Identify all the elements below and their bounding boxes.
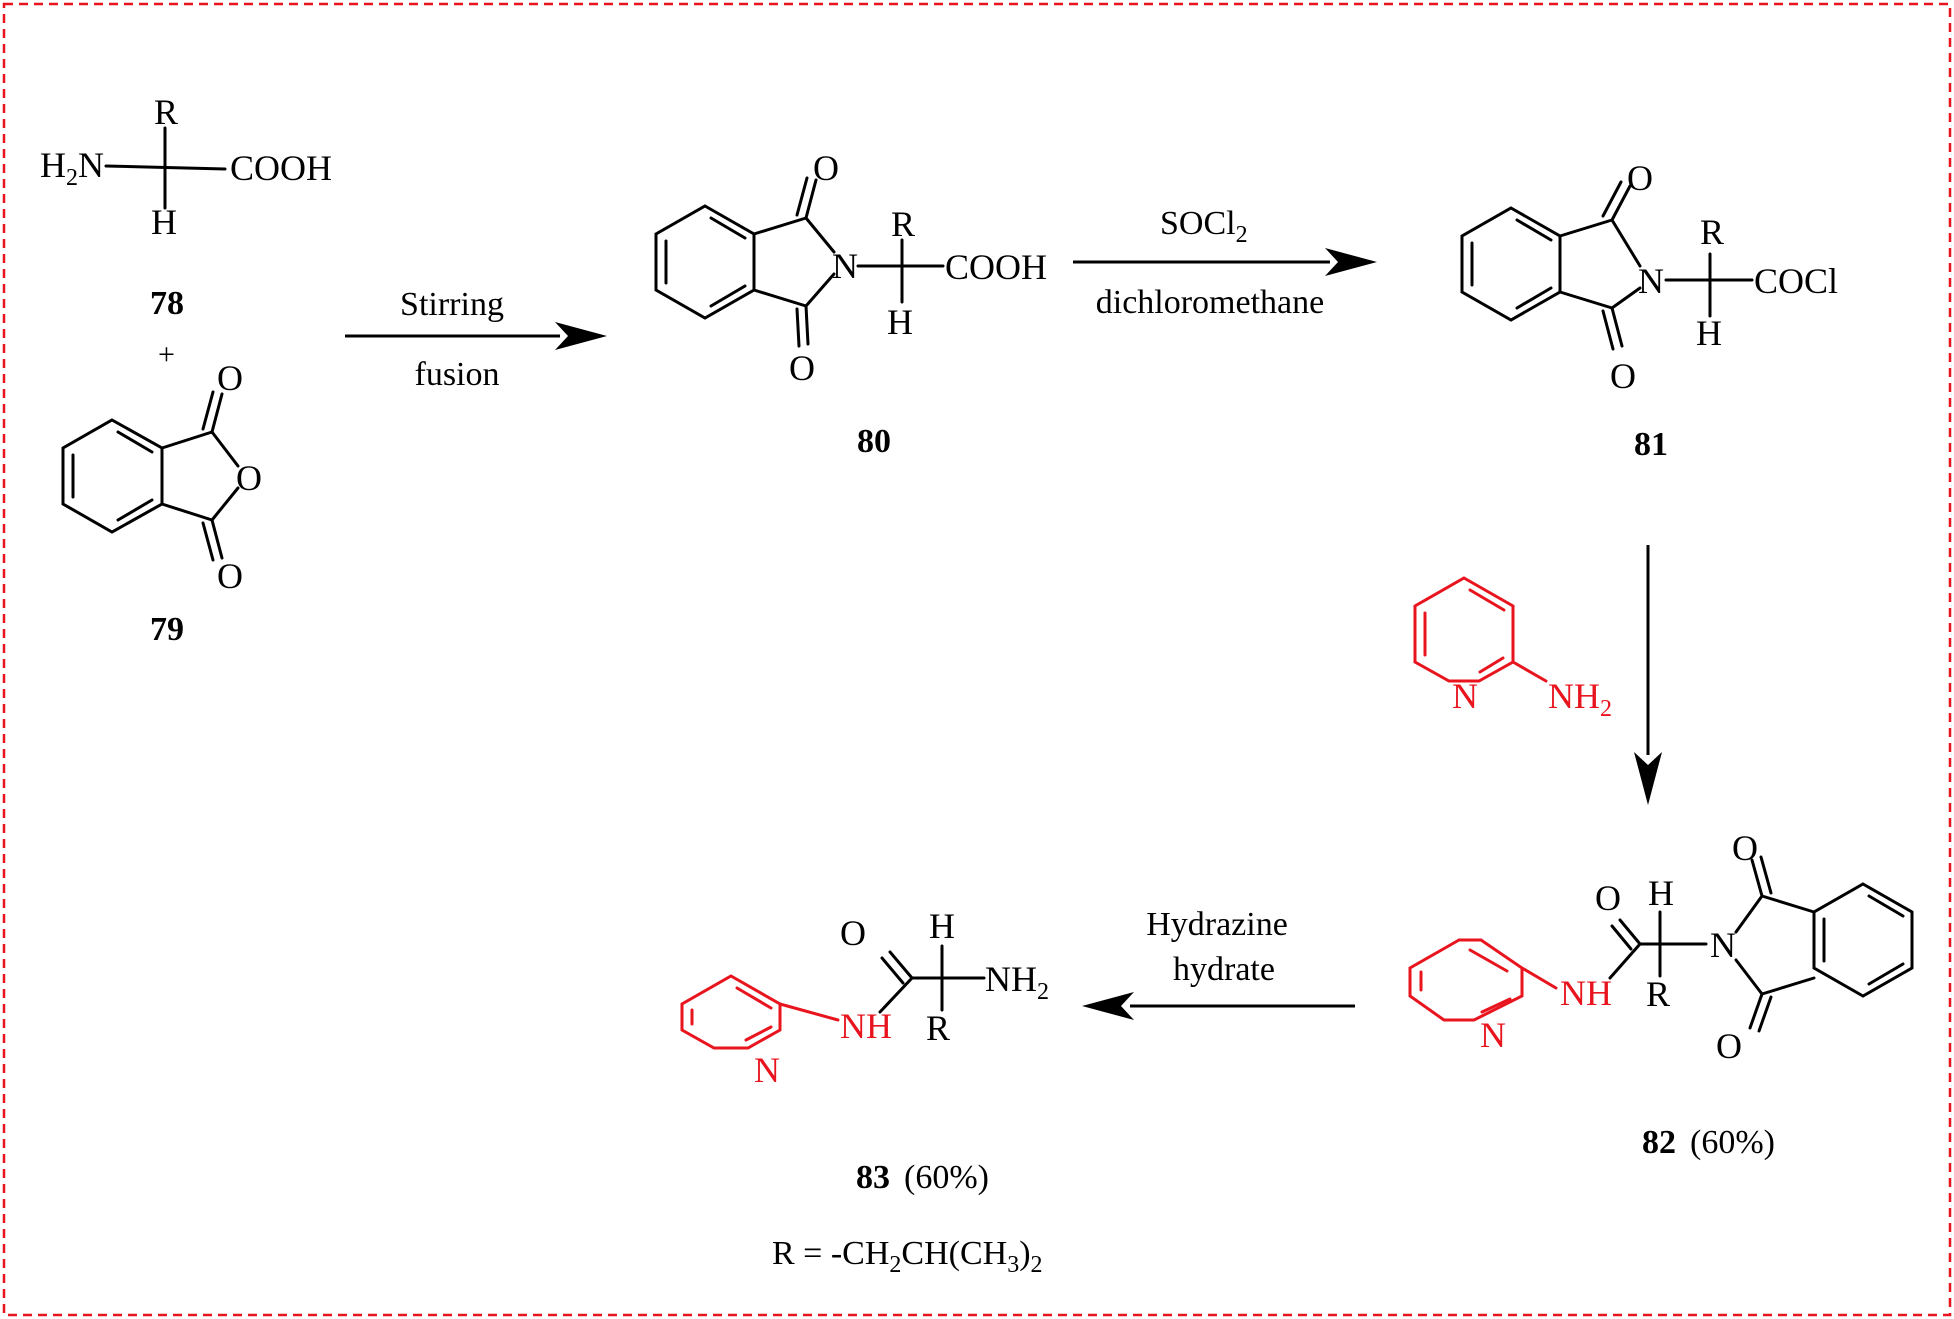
c80-n: N xyxy=(832,246,858,286)
c82-ring-n: N xyxy=(1480,1015,1506,1055)
c80-h: H xyxy=(887,302,913,342)
c83-h: H xyxy=(929,906,955,946)
compound-82-label: 82 xyxy=(1642,1124,1676,1161)
c83-nh2: NH2 xyxy=(985,959,1049,1005)
plus-sign: + xyxy=(158,338,175,371)
compound-83: N NH O H R NH2 83 (60%) xyxy=(680,906,1049,1196)
compound-78: R H H2N COOH 78 xyxy=(40,92,332,322)
c78-amine: H2N xyxy=(40,145,104,191)
step2-reagent-below: dichloromethane xyxy=(1096,284,1324,321)
step2-reagent-above: SOCl2 xyxy=(1160,205,1248,248)
compound-79-label: 79 xyxy=(150,611,184,648)
step1-reagent-above: Stirring xyxy=(400,286,504,323)
compound-83-yield: (60%) xyxy=(904,1159,989,1196)
c83-r: R xyxy=(926,1008,950,1048)
aminopyridine-reagent: N NH2 xyxy=(1413,576,1612,722)
c80-o-bottom: O xyxy=(789,348,815,388)
reaction-arrow-2: SOCl2 dichloromethane xyxy=(1073,205,1377,321)
c82-o-top: O xyxy=(1732,828,1758,868)
c78-h: H xyxy=(151,202,177,242)
c79-o-ring: O xyxy=(236,458,262,498)
c83-o-amide: O xyxy=(840,913,866,953)
compound-80-label: 80 xyxy=(857,423,891,460)
c82-o-amide: O xyxy=(1595,878,1621,918)
step4-reagent-line2: hydrate xyxy=(1173,951,1275,988)
compound-81-label: 81 xyxy=(1634,426,1668,463)
reaction-arrow-1: Stirring fusion xyxy=(345,286,607,393)
compound-82: N NH O H R N O O 82 (60%) xyxy=(1408,828,1914,1161)
c82-o-bottom: O xyxy=(1716,1026,1742,1066)
c82-nh: NH xyxy=(1560,973,1612,1013)
r-group-definition: R = -CH2CH(CH3)2 xyxy=(772,1235,1043,1278)
step4-reagent-line1: Hydrazine xyxy=(1146,906,1288,943)
aminopyridine-ring-n: N xyxy=(1452,676,1478,716)
c81-n: N xyxy=(1638,261,1664,301)
reaction-arrow-3 xyxy=(1634,545,1662,805)
c81-cocl: COCl xyxy=(1754,261,1838,301)
aminopyridine-nh2: NH2 xyxy=(1548,676,1612,722)
c79-o-top: O xyxy=(217,358,243,398)
compound-82-yield: (60%) xyxy=(1690,1124,1775,1161)
c79-o-bottom: O xyxy=(217,556,243,596)
c81-r: R xyxy=(1700,212,1724,252)
c82-h: H xyxy=(1648,873,1674,913)
c80-o-top: O xyxy=(813,148,839,188)
c81-h: H xyxy=(1696,313,1722,353)
c80-cooh: COOH xyxy=(945,247,1047,287)
c83-nh: NH xyxy=(840,1006,892,1046)
compound-78-label: 78 xyxy=(150,285,184,322)
compound-79: O O O 79 xyxy=(61,358,262,648)
c81-o-bottom: O xyxy=(1610,356,1636,396)
compound-81: O O N R H COCl 81 xyxy=(1460,158,1838,463)
c82-n-imide: N xyxy=(1710,925,1736,965)
compound-80: O O N R H COOH 80 xyxy=(654,148,1047,460)
c78-cooh: COOH xyxy=(230,148,332,188)
step1-reagent-below: fusion xyxy=(415,356,500,393)
c82-r: R xyxy=(1646,974,1670,1014)
c78-r: R xyxy=(154,92,178,132)
c80-r: R xyxy=(891,204,915,244)
reaction-arrow-4: Hydrazine hydrate xyxy=(1082,906,1355,1020)
compound-83-label: 83 xyxy=(856,1159,890,1196)
c81-o-top: O xyxy=(1627,158,1653,198)
c83-ring-n: N xyxy=(754,1050,780,1090)
